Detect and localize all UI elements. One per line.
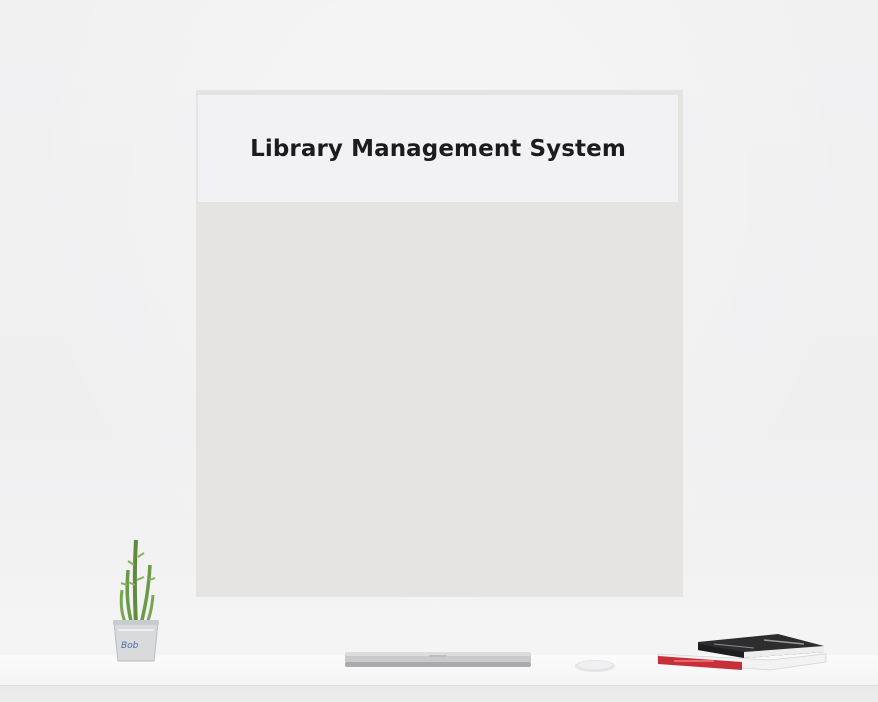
plant-image bbox=[113, 539, 159, 662]
laptop-image bbox=[345, 652, 531, 667]
panel-body bbox=[196, 202, 683, 597]
page-title: Library Management System bbox=[250, 135, 626, 162]
desk-edge bbox=[0, 685, 878, 702]
books-image bbox=[657, 634, 827, 671]
plant-pot-label: Bob bbox=[121, 641, 139, 651]
panel-header: Library Management System bbox=[198, 95, 678, 202]
main-panel: Library Management System bbox=[196, 90, 683, 597]
mouse-image bbox=[575, 660, 615, 672]
